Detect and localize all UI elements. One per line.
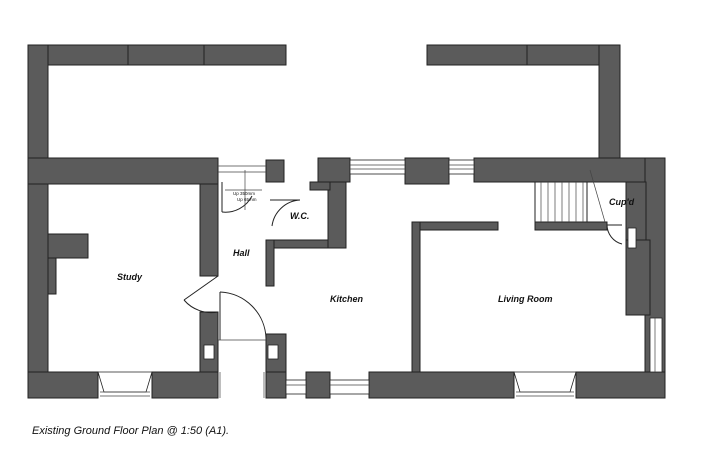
staircase <box>534 169 606 223</box>
plan-caption: Existing Ground Floor Plan @ 1:50 (A1). <box>32 425 230 437</box>
room-label-kitchen: Kitchen <box>330 294 364 304</box>
step-arrows <box>225 170 262 210</box>
room-label-wc: W.C. <box>290 211 309 221</box>
room-label-cupboard: Cup'd <box>609 197 635 207</box>
room-label-hall: Hall <box>233 248 250 258</box>
interior-walls <box>47 159 647 373</box>
room-label-study: Study <box>117 272 143 282</box>
note-up-65: Up 65mm <box>237 197 257 202</box>
doors <box>183 165 623 398</box>
room-label-living-room: Living Room <box>498 294 553 304</box>
note-up-350: Up 350mm <box>233 191 255 196</box>
windows <box>97 159 663 397</box>
exterior-walls <box>27 44 666 399</box>
